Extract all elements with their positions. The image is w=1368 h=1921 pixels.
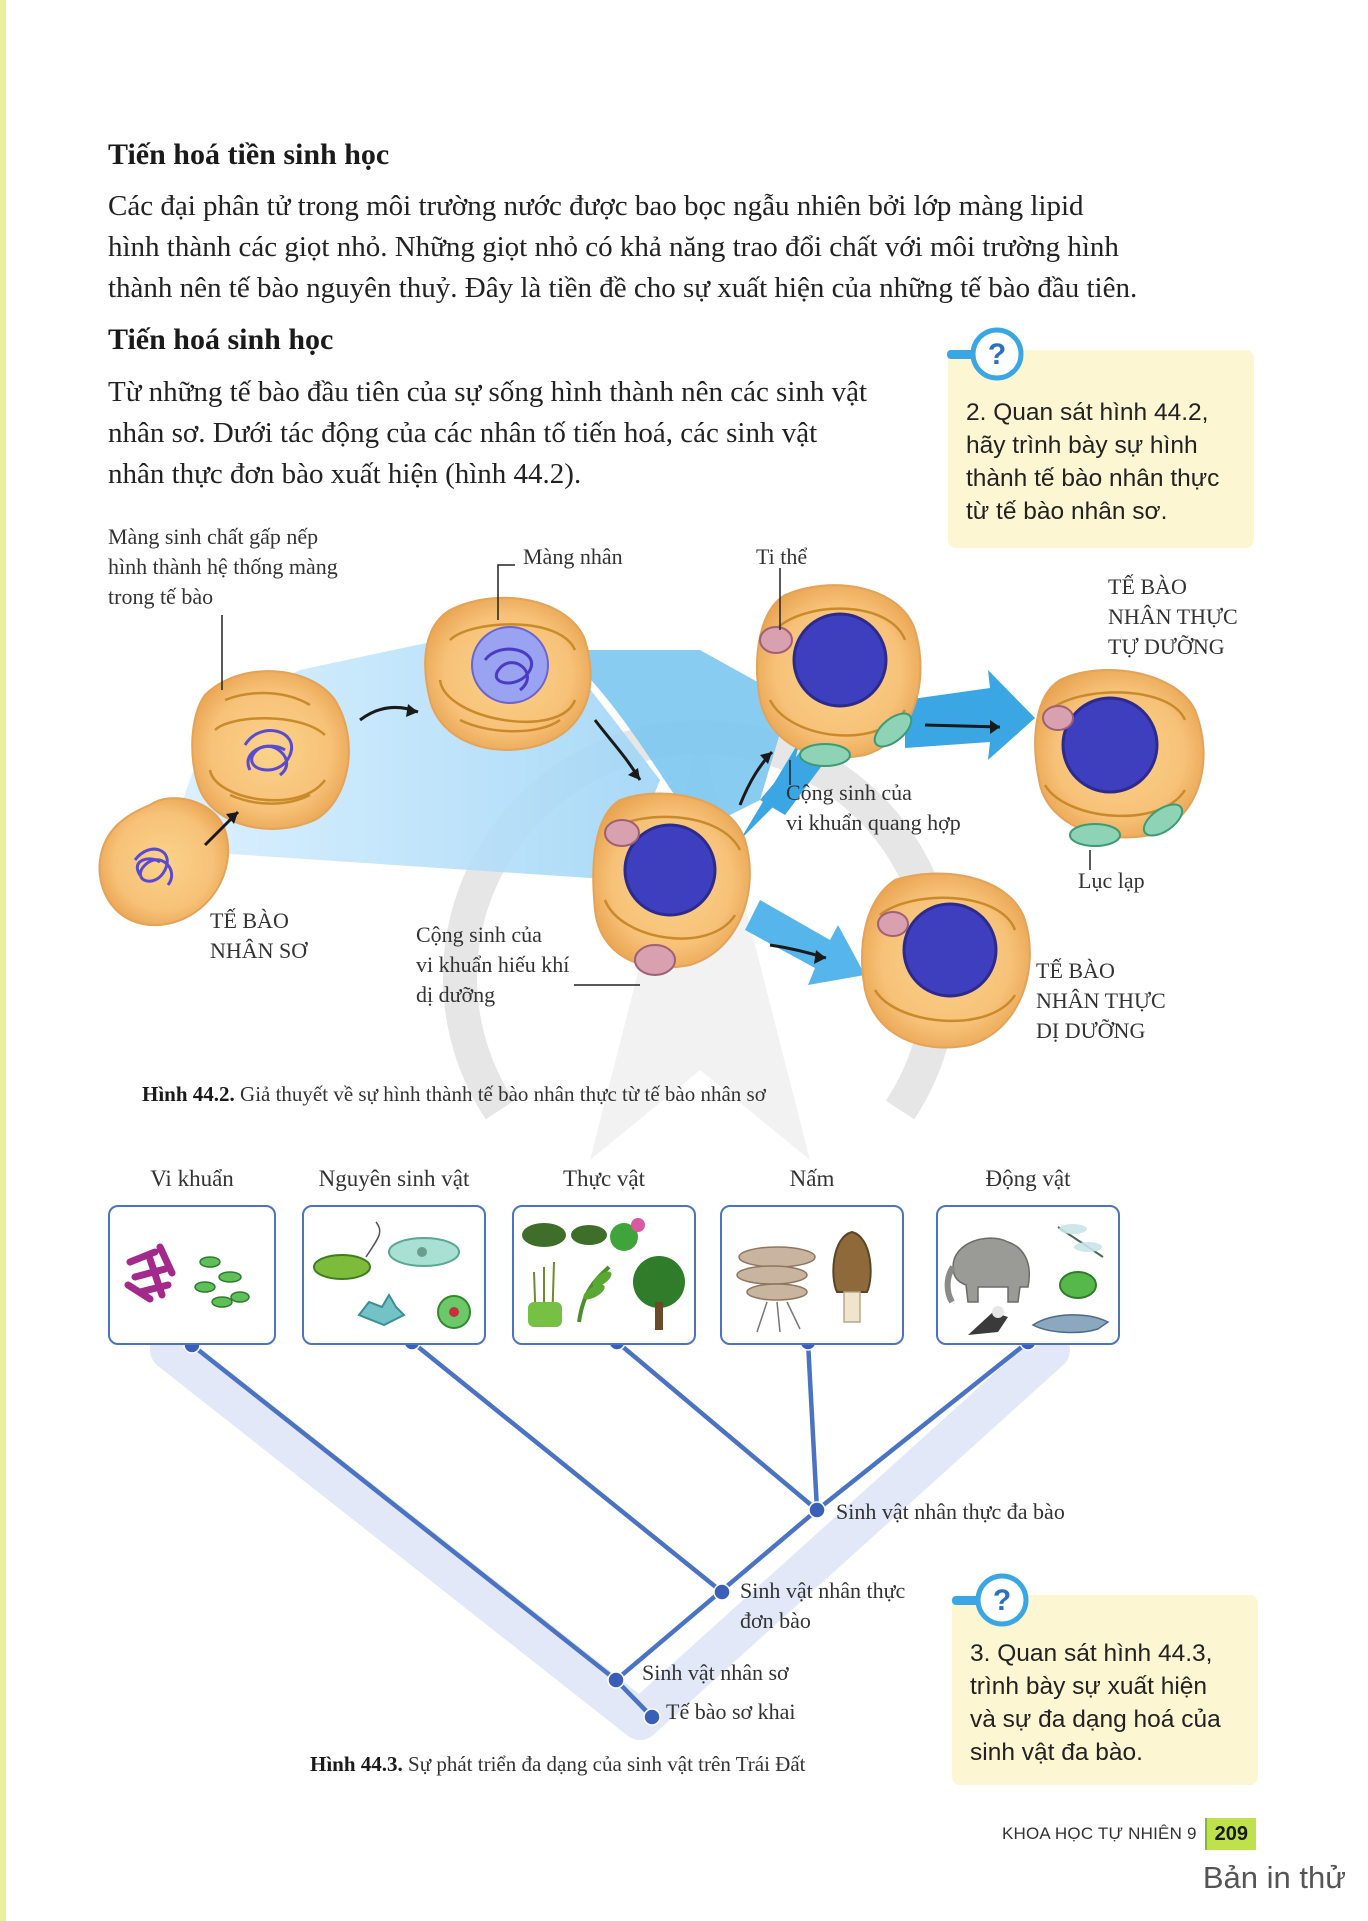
label-chloroplast: Lục lạp bbox=[1078, 868, 1145, 893]
membrane-folding-cell bbox=[191, 670, 350, 830]
question-line: thành tế bào nhân thực bbox=[966, 465, 1220, 492]
paragraph-line: nhân thực đơn bào xuất hiện (hình 44.2). bbox=[108, 458, 582, 490]
group-box-bacteria bbox=[108, 1205, 276, 1345]
tree-node-unicellular bbox=[713, 1583, 731, 1601]
group-box-fungi bbox=[720, 1205, 904, 1345]
question-magnifier-icon: ? bbox=[947, 327, 1024, 381]
question-box-3: 3. Quan sát hình 44.3, trình bày sự xuất… bbox=[952, 1595, 1258, 1785]
group-label-animals: Động vật bbox=[985, 1166, 1071, 1191]
book-series-title: KHOA HỌC TỰ NHIÊN 9 bbox=[1002, 1818, 1207, 1850]
page-edge-bar bbox=[0, 0, 6, 1921]
paragraph-line: hình thành các giọt nhỏ. Những giọt nhỏ … bbox=[108, 231, 1119, 263]
label-heterotroph-cell: TẾ BÀO NHÂN THỰC DỊ DƯỠNG bbox=[1036, 958, 1166, 1043]
figure-44-3-caption: Hình 44.3. Sự phát triển đa dạng của sin… bbox=[310, 1752, 806, 1776]
figure-44-2-caption: Hình 44.2. Giả thuyết về sự hình thành t… bbox=[142, 1082, 766, 1106]
paragraph-line: Các đại phân tử trong môi trường nước đư… bbox=[108, 190, 1084, 222]
question-line: 3. Quan sát hình 44.3, bbox=[970, 1640, 1213, 1667]
aerobic-symbiosis-cell bbox=[592, 792, 751, 976]
prokaryote-cell bbox=[98, 797, 230, 927]
label-nuclear-membrane: Màng nhân bbox=[523, 544, 623, 569]
tree-node-origin bbox=[643, 1708, 661, 1726]
paragraph-line: thành nên tế bào nguyên thuỷ. Đây là tiề… bbox=[108, 272, 1138, 304]
tree-node-multicellular bbox=[808, 1501, 826, 1519]
label-unicellular-eukaryotes: Sinh vật nhân thực đơn bào bbox=[740, 1578, 906, 1633]
question-magnifier-icon: ? bbox=[952, 1573, 1029, 1627]
label-membrane-folding: Màng sinh chất gấp nếp hình thành hệ thố… bbox=[108, 524, 338, 609]
group-label-plants: Thực vật bbox=[562, 1166, 646, 1191]
question-line: sinh vật đa bào. bbox=[970, 1739, 1143, 1766]
question-line: hãy trình bày sự hình bbox=[966, 432, 1198, 459]
group-box-protists bbox=[302, 1205, 486, 1345]
question-line: và sự đa dạng hoá của bbox=[970, 1706, 1221, 1733]
group-box-plants bbox=[512, 1205, 696, 1345]
group-label-bacteria: Vi khuẩn bbox=[150, 1166, 234, 1191]
svg-text:?: ? bbox=[993, 1584, 1011, 1617]
page-number: 209 bbox=[1206, 1818, 1256, 1850]
draft-watermark: Bản in thử bbox=[1202, 1860, 1346, 1895]
fungi-icon bbox=[736, 1230, 872, 1333]
page-footer: KHOA HỌC TỰ NHIÊN 9 209 bbox=[1002, 1818, 1256, 1850]
question-box-2: 2. Quan sát hình 44.2, hãy trình bày sự … bbox=[948, 350, 1254, 548]
bacteria-icon bbox=[124, 1243, 250, 1308]
group-label-fungi: Nấm bbox=[789, 1166, 835, 1191]
label-primitive-cell: Tế bào sơ khai bbox=[666, 1699, 796, 1724]
group-box-animals bbox=[936, 1205, 1120, 1345]
arrow-to-heterotroph bbox=[745, 900, 865, 985]
label-photosynthetic-symbiosis: Cộng sinh của vi khuẩn quang hợp bbox=[786, 780, 961, 835]
label-prokaryotes: Sinh vật nhân sơ bbox=[642, 1660, 789, 1685]
svg-text:?: ? bbox=[988, 338, 1006, 371]
label-mitochondria: Ti thể bbox=[756, 544, 808, 569]
section-paragraph-biological: Từ những tế bào đầu tiên của sự sống hìn… bbox=[108, 372, 916, 495]
nuclear-membrane-cell bbox=[424, 596, 592, 751]
heterotroph-cell bbox=[861, 872, 1031, 1049]
label-aerobic-symbiosis: Cộng sinh của vi khuẩn hiếu khí dị dưỡng bbox=[416, 922, 570, 1007]
section-heading-prebiotic: Tiến hoá tiền sinh học bbox=[108, 138, 390, 171]
section-paragraph-prebiotic: Các đại phân tử trong môi trường nước đư… bbox=[108, 186, 1260, 309]
tree-node-prokaryote bbox=[607, 1671, 625, 1689]
question-line: trình bày sự xuất hiện bbox=[970, 1673, 1208, 1700]
plants-icon bbox=[522, 1218, 685, 1330]
paragraph-line: nhân sơ. Dưới tác động của các nhân tố t… bbox=[108, 417, 818, 449]
label-multicellular-eukaryotes: Sinh vật nhân thực đa bào bbox=[836, 1499, 1065, 1524]
paragraph-line: Từ những tế bào đầu tiên của sự sống hìn… bbox=[108, 376, 868, 408]
group-label-protists: Nguyên sinh vật bbox=[318, 1166, 470, 1191]
question-line: 2. Quan sát hình 44.2, bbox=[966, 399, 1209, 426]
arrow-to-autotroph bbox=[905, 670, 1035, 760]
mitochondria-cell bbox=[756, 584, 922, 767]
label-prokaryote-cell: TẾ BÀO NHÂN SƠ bbox=[210, 908, 308, 963]
question-line: từ tế bào nhân sơ. bbox=[966, 498, 1168, 525]
label-autotroph-cell: TẾ BÀO NHÂN THỰC TỰ DƯỠNG bbox=[1108, 574, 1238, 659]
animals-icon bbox=[944, 1224, 1110, 1335]
protists-icon bbox=[313, 1221, 471, 1329]
section-heading-biological: Tiến hoá sinh học bbox=[108, 323, 334, 356]
autotroph-cell bbox=[1034, 669, 1205, 847]
